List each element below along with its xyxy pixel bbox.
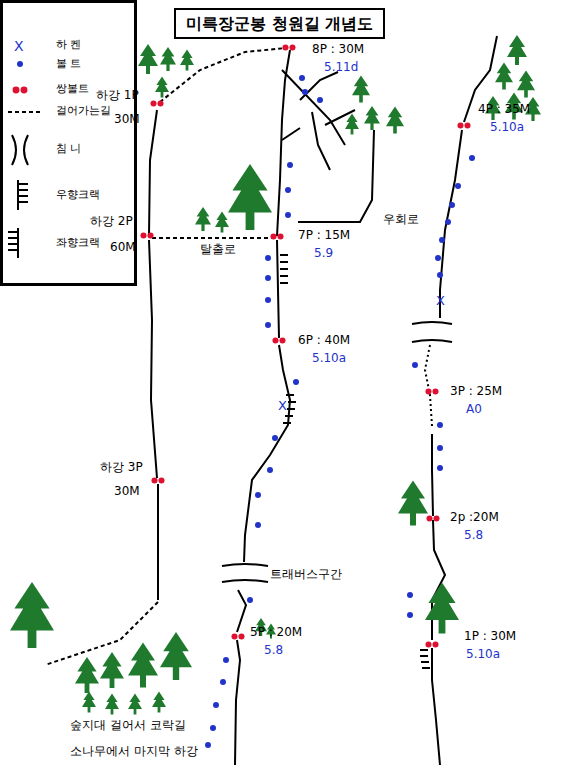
grade-label: 5.10a (466, 647, 500, 661)
grade-label: A0 (466, 402, 482, 416)
pitch-label: 숲지대 걸어서 코락길 (70, 718, 186, 732)
title-box: 미륵장군봉 청원길 개념도 (174, 8, 385, 39)
svg-text:X: X (436, 293, 445, 308)
legend-text: 좌향크랙 (56, 236, 100, 249)
pitch-label: 8P : 30M (312, 42, 364, 56)
pitch-label: 소나무에서 마지막 하강 (70, 744, 198, 758)
pitch-label: 1P : 30M (464, 629, 516, 643)
legend-text: 볼 트 (56, 57, 82, 70)
svg-text:X: X (14, 38, 24, 54)
legend-text: 걸어가는길 (56, 104, 111, 117)
pitch-label: 2p :20M (450, 510, 499, 524)
grade-label: 5.8 (264, 643, 283, 657)
pitch-label: 3P : 25M (450, 384, 502, 398)
pitch-label: 60M (110, 240, 136, 254)
pitch-label: 탈출로 (200, 242, 236, 256)
grade-label: 5.9 (314, 246, 333, 260)
pitch-label: 7P : 15M (298, 228, 350, 242)
grade-label: 5.8 (464, 528, 483, 542)
legend-text: 침 니 (56, 142, 82, 155)
grade-label: 5.11d (324, 60, 358, 74)
pitch-label: 4P : 35M (478, 102, 530, 116)
svg-text:X: X (278, 398, 287, 413)
pitch-label: 5P : 20M (250, 625, 302, 639)
pitch-label: 우회로 (383, 212, 419, 226)
pitch-label: 하강 2P (90, 214, 133, 228)
pitch-label: 하강 1P (96, 88, 139, 102)
pitch-label: 30M (114, 112, 140, 126)
pitch-label: 30M (114, 484, 140, 498)
pitch-label: 6P : 40M (298, 333, 350, 347)
pitch-label: 하강 3P (100, 460, 143, 474)
grade-label: 5.10a (490, 120, 524, 134)
grade-label: 5.10a (312, 351, 346, 365)
legend-text: 우향크랙 (56, 188, 100, 201)
legend-text: 쌍볼트 (56, 82, 89, 95)
pitch-label: 트래버스구간 (270, 567, 342, 581)
legend-text: 하 켄 (56, 38, 82, 51)
